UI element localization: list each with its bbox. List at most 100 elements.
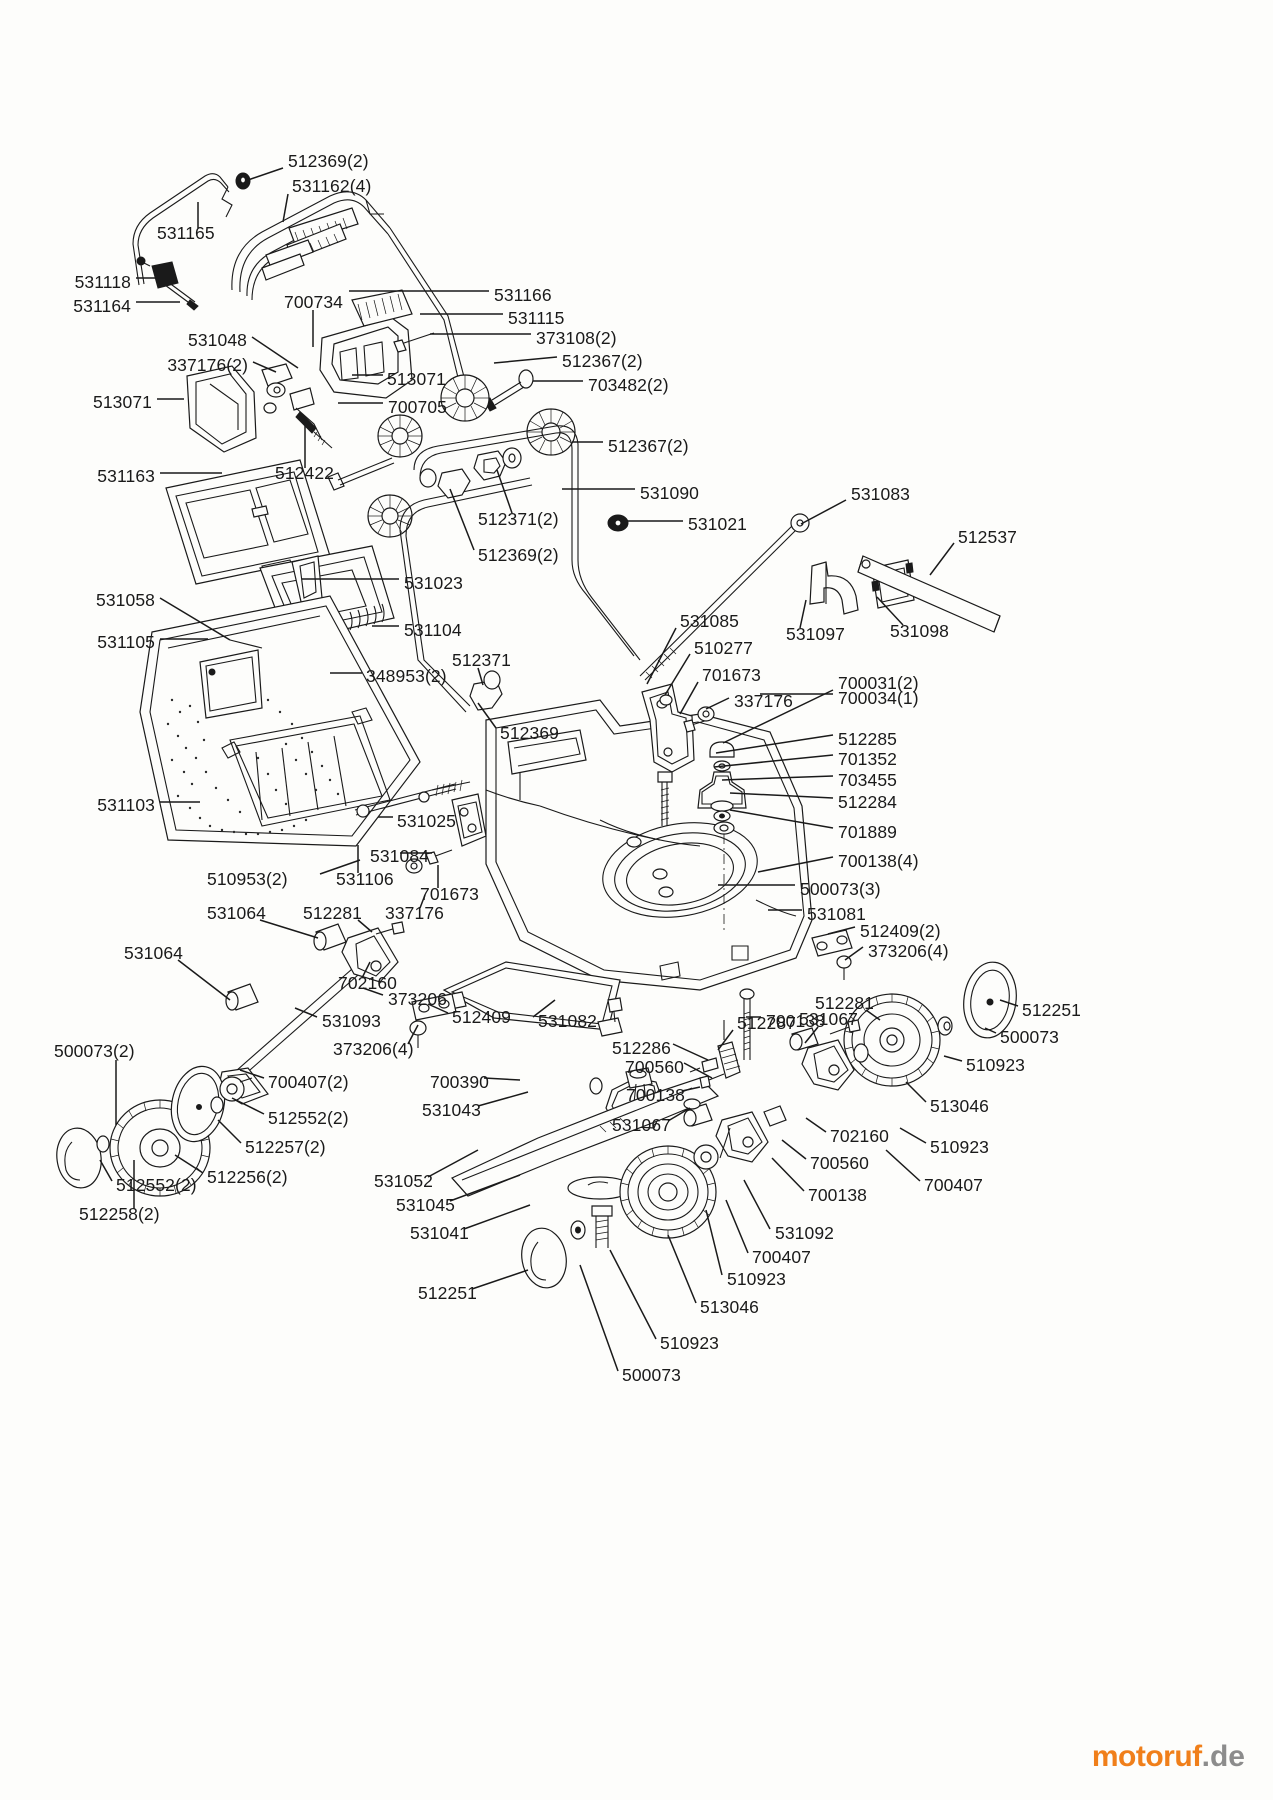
part-512367-knob-d: [367, 494, 413, 538]
callout-leader-line: [449, 1174, 521, 1202]
callout-leader-line: [463, 1204, 531, 1230]
callout-leader-line: [717, 1029, 734, 1051]
part-512537-bar: [857, 555, 1001, 633]
callout-leader-line: [729, 809, 834, 829]
part-701889-washer: [713, 821, 735, 835]
watermark-tld: de: [1209, 1740, 1245, 1773]
part-513071-left-shroud: [186, 365, 257, 453]
part-531067-bushing-a: [789, 1027, 819, 1051]
callout-leader-line: [532, 999, 556, 1018]
callout-leader-line: [679, 681, 699, 715]
part-number-callout: 512369(2): [288, 151, 369, 171]
callout-leader-line: [282, 193, 289, 223]
callout-leader-line: [407, 1024, 419, 1045]
part-number-callout: 500073(2): [54, 1041, 135, 1061]
part-number-callout: 700138: [766, 1011, 825, 1031]
part-531166-upper-handle: [231, 191, 469, 395]
callout-leader-line: [800, 499, 847, 525]
motoruf-watermark: motoruf . de: [1092, 1740, 1245, 1774]
part-number-callout: 512552(2): [268, 1108, 349, 1128]
part-number-callout: 513046: [700, 1297, 759, 1317]
part-number-callout: 700138: [808, 1185, 867, 1205]
part-512258-cap-left: [56, 1127, 102, 1189]
part-531118-connector: [136, 256, 179, 289]
part-number-callout: 512286: [612, 1038, 671, 1058]
part-531041-bolt-blade: [591, 1205, 613, 1248]
part-700390-washer: [589, 1077, 603, 1095]
callout-leader-line: [905, 1081, 927, 1103]
part-512251-hubcap-center: [521, 1227, 567, 1289]
part-number-callout: 531097: [786, 624, 845, 644]
part-700407-nut-center: [693, 1144, 719, 1170]
callout-leader-line: [713, 754, 834, 768]
part-number-callout: 373206(4): [868, 941, 949, 961]
part-number-callout: 531067: [612, 1115, 671, 1135]
callout-leader-line: [799, 599, 807, 629]
part-number-callout: 531090: [640, 483, 699, 503]
callout-leader-line: [477, 702, 497, 729]
part-number-callout: 531093: [322, 1011, 381, 1031]
callout-leader-line: [844, 946, 864, 961]
callout-leader-line: [477, 667, 484, 686]
part-number-callout: 512287: [737, 1013, 796, 1033]
part-510923-washer-center: [570, 1220, 586, 1240]
part-number-callout: 531023: [404, 573, 463, 593]
part-702160-lever-c: [801, 1039, 855, 1091]
part-number-callout: 531081: [807, 904, 866, 924]
part-number-callout: 701673: [420, 884, 479, 904]
part-number-callout: 512537: [958, 527, 1017, 547]
part-number-callout: 702160: [830, 1126, 889, 1146]
part-number-callout: 512371: [452, 650, 511, 670]
callout-leader-line: [705, 697, 730, 710]
part-number-callout: 531064: [207, 903, 266, 923]
part-number-callout: 512371(2): [478, 509, 559, 529]
part-531021-clip: [607, 514, 629, 532]
part-right-rear-wheel: [843, 993, 941, 1087]
part-number-callout: 531064: [124, 943, 183, 963]
callout-leader-line: [804, 1026, 819, 1044]
part-number-callout: 348953(2): [366, 666, 447, 686]
callout-leader-line: [357, 919, 373, 933]
callout-leader-line: [496, 469, 513, 514]
part-number-callout: 531115: [508, 308, 565, 328]
part-number-callout: 701673: [702, 665, 761, 685]
part-number-callout: 531164: [73, 296, 131, 316]
part-bottom-center-wheel: [619, 1145, 717, 1239]
part-number-callout: 531118: [74, 272, 131, 292]
part-number-callout: 512285: [838, 729, 897, 749]
part-531025-spring: [431, 779, 471, 797]
callout-leader-line: [252, 361, 277, 373]
part-number-callout: 510277: [694, 638, 753, 658]
callout-leader-line: [427, 1149, 479, 1178]
callout-leader-line: [294, 1007, 318, 1018]
part-number-callout: 531025: [397, 811, 456, 831]
callout-leader-line: [361, 961, 371, 979]
part-number-callout: 531067: [799, 1009, 858, 1029]
callout-leader-line: [251, 336, 299, 369]
callout-leader-line: [646, 627, 677, 685]
callout-leader-line: [722, 689, 834, 744]
part-number-callout: 500073: [622, 1365, 681, 1385]
callout-leader-line: [885, 1149, 921, 1182]
part-512256-hubcap-left: [170, 1065, 226, 1143]
callout-leader-line: [771, 1157, 805, 1192]
part-531081-plate: [811, 929, 853, 957]
part-700407-nut-left: [219, 1076, 253, 1102]
callout-leader-line: [705, 1209, 723, 1276]
part-number-callout: 700560: [625, 1057, 684, 1077]
part-number-callout: 512422: [275, 463, 334, 483]
part-number-callout: 373206(4): [333, 1039, 414, 1059]
callout-leader-line: [159, 597, 231, 641]
callout-leader-line: [743, 1179, 771, 1230]
part-510277-nut: [659, 694, 673, 706]
part-number-callout: 510923: [660, 1333, 719, 1353]
callout-leader-line: [477, 1091, 529, 1107]
part-531058-bag-rod: [229, 639, 263, 649]
callout-leader-line: [664, 653, 691, 696]
part-number-callout: 531083: [851, 484, 910, 504]
callout-leader-line: [672, 1043, 709, 1061]
part-number-callout: 531021: [688, 514, 747, 534]
part-700031-bolt: [657, 771, 673, 826]
part-number-callout: 700138(4): [838, 851, 919, 871]
